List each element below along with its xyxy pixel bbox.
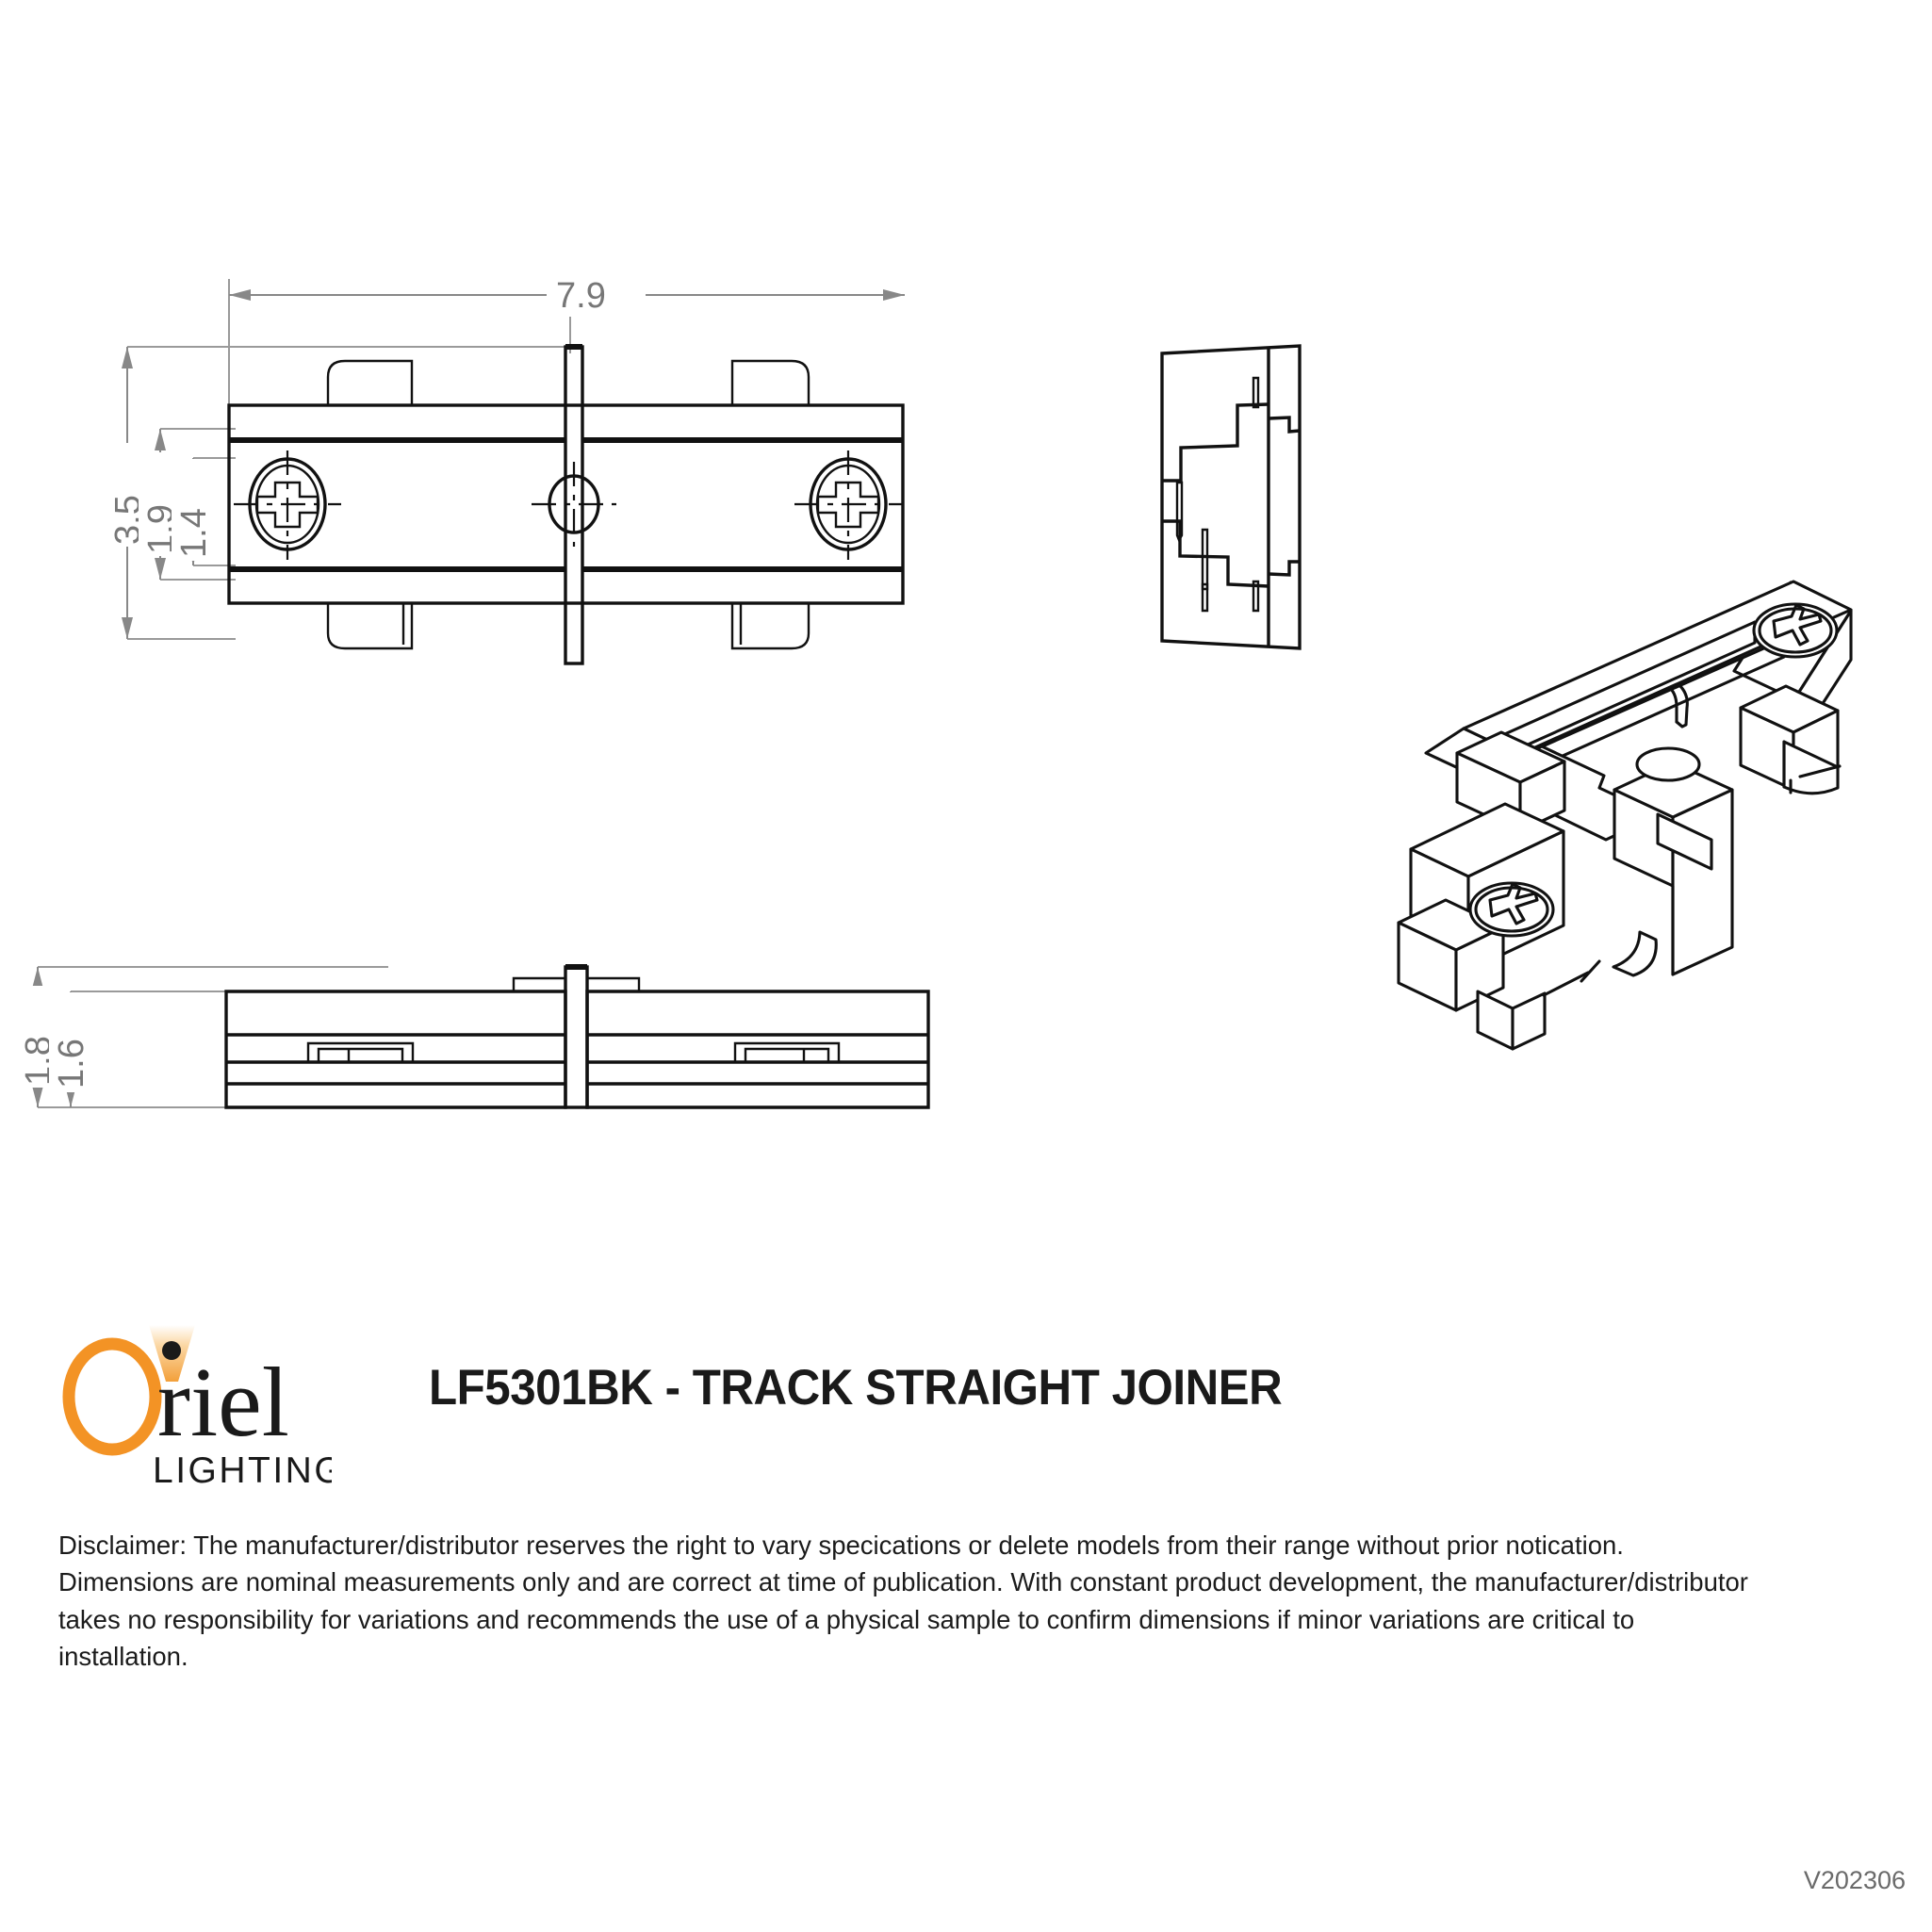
- version-label: V202306: [1803, 1866, 1906, 1894]
- brand-logo: riel LIGHTING: [58, 1319, 343, 1508]
- dimension-length: 7.9: [229, 273, 905, 317]
- logo-letter-o: [62, 1337, 162, 1456]
- lamp-bulb-icon: [162, 1341, 181, 1360]
- oriel-logo-mark: riel LIGHTING: [62, 1325, 343, 1491]
- footer: riel LIGHTING LF5301BK - TRACK STRAIGHT …: [0, 1301, 1932, 1932]
- end-view: [1160, 344, 1302, 650]
- dimension-length-label: 7.9: [556, 276, 606, 316]
- iso-view: [1397, 580, 1853, 1051]
- logo-letters-riel: riel: [157, 1347, 289, 1457]
- screw-right: [794, 450, 902, 560]
- disclaimer-text: Disclaimer: The manufacturer/distributor…: [58, 1531, 1748, 1671]
- logo-subtitle: LIGHTING: [153, 1450, 332, 1491]
- side-view-geometry: [224, 964, 930, 1109]
- technical-drawing-canvas: 7.9 3.5 1.9: [16, 273, 1853, 1109]
- screw-left: [234, 450, 341, 560]
- product-title: LF5301BK - TRACK STRAIGHT JOINER: [429, 1360, 1283, 1416]
- iso-screw-top: [1752, 602, 1839, 659]
- side-view: 1.8 1.6: [16, 964, 930, 1109]
- dimension-width-inner-label: 1.4: [174, 508, 214, 558]
- top-view-geometry: [227, 344, 905, 665]
- center-hole: [532, 462, 616, 547]
- iso-screw-bottom: [1468, 881, 1555, 938]
- top-view: 7.9 3.5 1.9: [106, 273, 905, 665]
- dimension-height-body-label: 1.6: [52, 1039, 91, 1089]
- dimension-height-body: 1.6: [49, 991, 92, 1107]
- dimension-width-inner: 1.4: [172, 458, 215, 565]
